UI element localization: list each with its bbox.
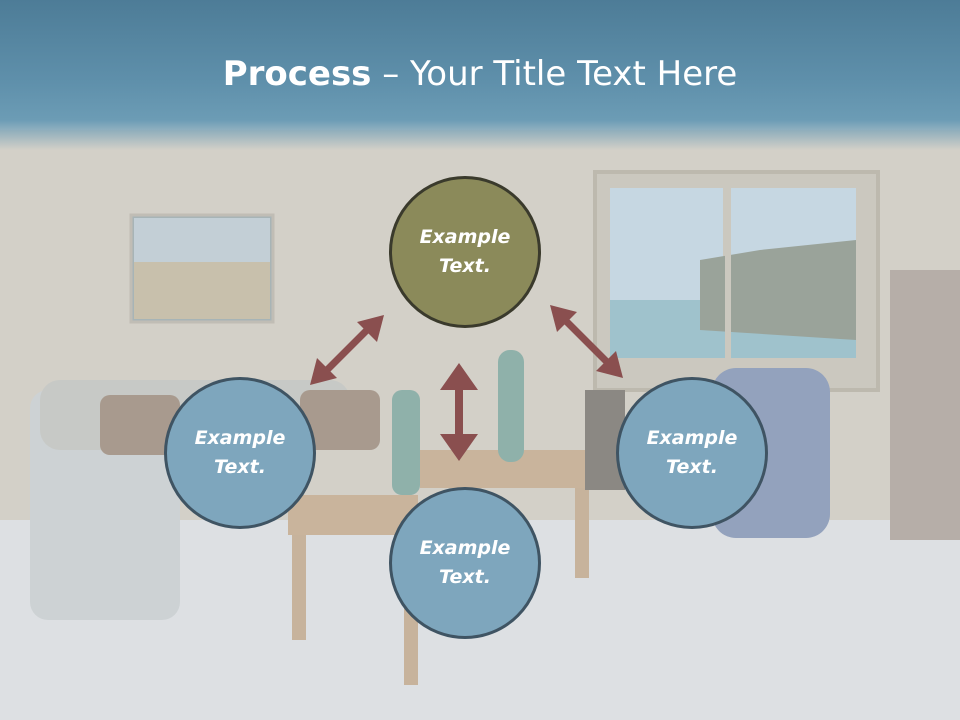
slide-title: Process – Your Title Text Here [0,50,960,98]
arrow-center-vertical [440,363,478,461]
title-rest: – Your Title Text Here [371,54,738,94]
node-right-label: Example Text. [646,427,738,478]
title-bar [0,0,960,150]
node-bottom[interactable]: Example Text. [389,487,541,639]
arrow-left-top [310,315,384,385]
node-left[interactable]: Example Text. [164,377,316,529]
node-bottom-label: Example Text. [419,537,511,588]
node-top-label: Example Text. [419,226,511,277]
node-top[interactable]: Example Text. [389,176,541,328]
node-right[interactable]: Example Text. [616,377,768,529]
node-left-label: Example Text. [194,427,286,478]
title-bold: Process [222,54,372,94]
arrow-right-top [550,305,623,378]
